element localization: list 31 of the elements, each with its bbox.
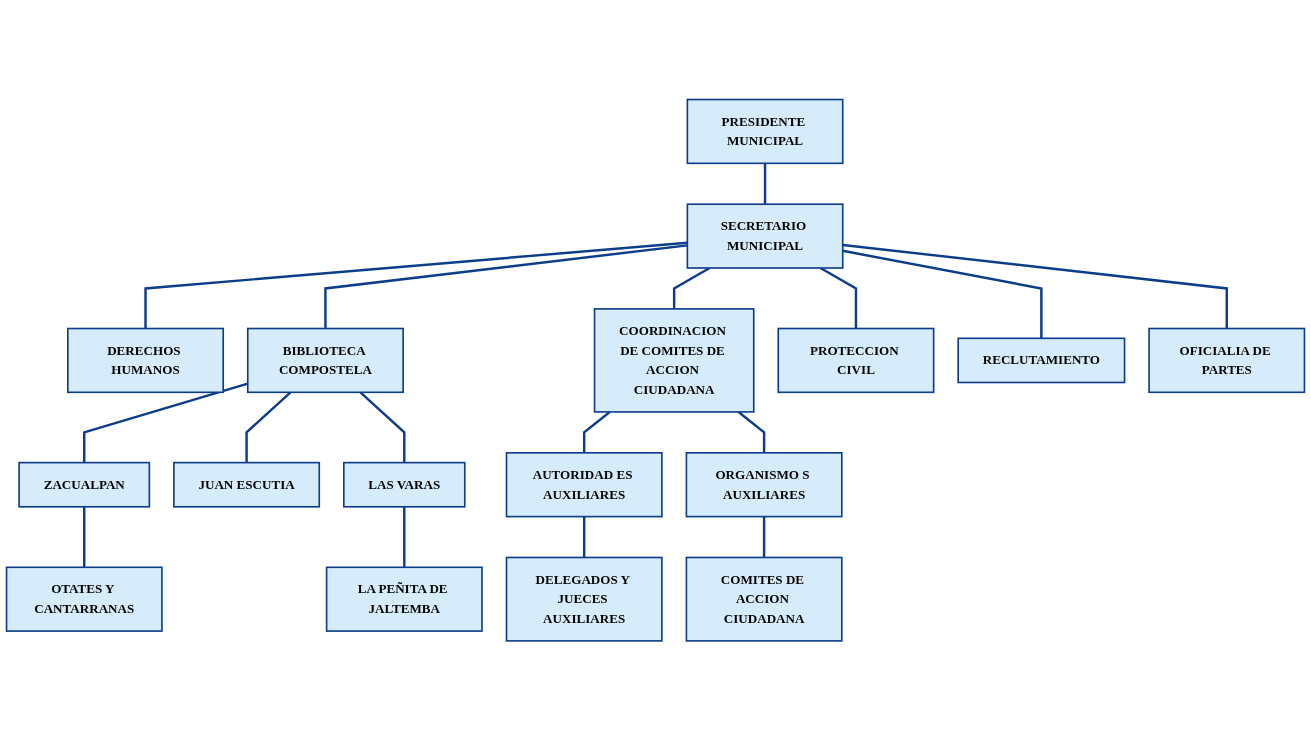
connector xyxy=(582,516,586,558)
node-box: COORDINACION DE COMITES DE ACCION CIUDADANA xyxy=(593,307,755,413)
connector xyxy=(842,249,1043,339)
node-box: DELEGADOS Y JUECES AUXILIARES xyxy=(505,556,663,642)
node-box: LAS VARAS xyxy=(343,461,466,508)
node-box: BIBLIOTECA COMPOSTELA xyxy=(246,327,404,393)
connector xyxy=(762,516,766,558)
node-box: OTATES Y CANTARRANAS xyxy=(5,566,163,632)
node-box: DERECHOS HUMANOS xyxy=(67,327,225,393)
connector xyxy=(672,266,711,309)
connector xyxy=(83,506,86,568)
node-box: PRESIDENTE MUNICIPAL xyxy=(686,98,844,164)
node-box: ORGANISMO S AUXILIARES xyxy=(685,451,843,518)
connector xyxy=(144,241,688,329)
connector xyxy=(842,243,1228,329)
node-box: COMITES DE ACCION CIUDADANA xyxy=(685,556,843,642)
connector xyxy=(245,391,292,463)
node-box: JUAN ESCUTIA xyxy=(173,461,321,508)
connector xyxy=(763,163,767,204)
node-box: SECRETARIO MUNICIPAL xyxy=(686,203,844,269)
node-box: ZACUALPAN xyxy=(18,461,151,508)
connector xyxy=(582,410,611,453)
connector xyxy=(737,410,766,453)
node-box: PROTECCION CIVIL xyxy=(777,327,935,393)
connector xyxy=(324,243,688,329)
node-box: OFICIALIA DE PARTES xyxy=(1148,327,1306,393)
connector xyxy=(359,391,406,463)
node-box: LA PEÑITA DE JALTEMBA xyxy=(325,566,483,632)
node-box: RECLUTAMIENTO xyxy=(957,337,1126,384)
node-box: AUTORIDAD ES AUXILIARES xyxy=(505,451,663,518)
connector xyxy=(403,506,406,568)
